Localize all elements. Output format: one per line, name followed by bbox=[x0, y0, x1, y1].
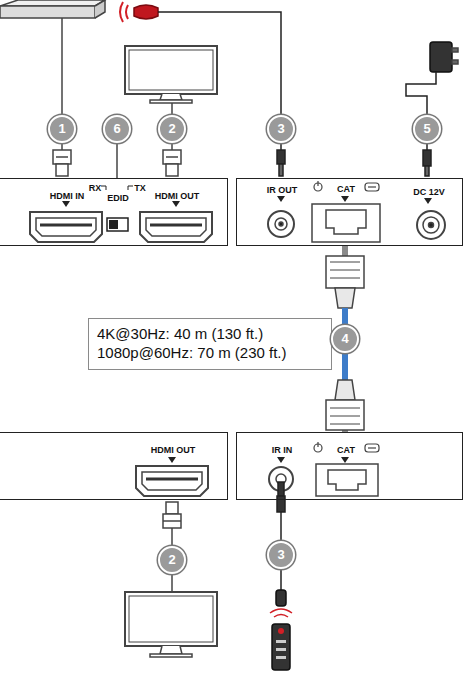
distance-text: 4K@30Hz: 40 m (130 ft.) bbox=[97, 324, 323, 343]
port-label: HDMI OUT bbox=[155, 191, 200, 201]
port-label: IR OUT bbox=[267, 185, 298, 195]
distance-box: 4K@30Hz: 40 m (130 ft.)1080p@60Hz: 70 m … bbox=[88, 318, 332, 370]
callout-number: 2 bbox=[158, 546, 186, 574]
distance-text: 1080p@60Hz: 70 m (230 ft.) bbox=[97, 343, 323, 362]
receiver-front-panel: HDMI OUT bbox=[0, 432, 228, 500]
port-label: CAT bbox=[337, 184, 355, 194]
callout-number: 1 bbox=[48, 115, 76, 143]
callout-number: 2 bbox=[158, 115, 186, 143]
callout-number: 6 bbox=[103, 115, 131, 143]
port-label: RX bbox=[89, 183, 102, 193]
port-label: HDMI OUT bbox=[151, 445, 196, 455]
callout-number: 5 bbox=[413, 115, 441, 143]
port-label: IR IN bbox=[272, 445, 293, 455]
port-label: CAT bbox=[337, 445, 355, 455]
transmitter-front-panel: HDMI IN RX EDID TX HDMI OUT bbox=[0, 178, 228, 246]
transmitter-rear-panel: IR OUT CAT DC 12V bbox=[236, 178, 463, 246]
callout-number: 3 bbox=[267, 541, 295, 569]
port-label: HDMI IN bbox=[50, 191, 85, 201]
port-label: EDID bbox=[107, 193, 129, 203]
receiver-rear-panel: IR IN CAT bbox=[236, 432, 463, 500]
callout-number: 3 bbox=[267, 115, 295, 143]
port-label: DC 12V bbox=[413, 187, 445, 197]
port-label: TX bbox=[134, 183, 146, 193]
callout-number: 4 bbox=[331, 325, 359, 353]
